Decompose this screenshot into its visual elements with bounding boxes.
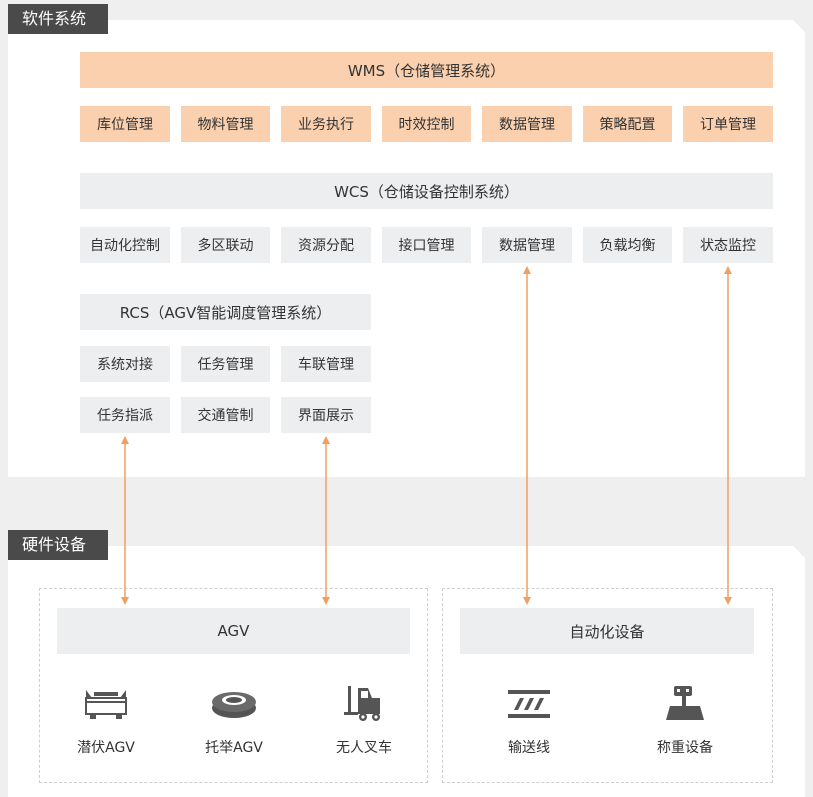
rcs-item-ui-display: 界面展示 <box>281 397 371 433</box>
wcs-title: WCS（仓储设备控制系统） <box>80 173 773 209</box>
wcs-item-automation: 自动化控制 <box>80 227 170 263</box>
wcs-item-multizone: 多区联动 <box>181 227 270 263</box>
rcs-item-task-assign: 任务指派 <box>80 397 170 433</box>
agv-group <box>39 588 428 783</box>
scale-label: 称重设备 <box>657 740 713 756</box>
rcs-title: RCS（AGV智能调度管理系统） <box>80 294 371 330</box>
automation-group <box>442 588 773 783</box>
rcs-item-task-mgmt: 任务管理 <box>181 346 270 382</box>
rcs-item-vehicle-mgmt: 车联管理 <box>281 346 371 382</box>
agv-title: AGV <box>57 608 410 654</box>
hardware-panel <box>8 546 805 797</box>
lifting-agv-icon <box>212 692 256 718</box>
wms-item-business: 业务执行 <box>281 106 371 142</box>
rcs-item-system-docking: 系统对接 <box>80 346 170 382</box>
latent-agv-icon <box>85 690 127 719</box>
wcs-item-resource: 资源分配 <box>281 227 371 263</box>
forklift-icon <box>344 686 380 721</box>
wms-title: WMS（仓储管理系统） <box>80 52 773 88</box>
conveyor-label: 输送线 <box>508 740 550 756</box>
wms-item-strategy: 策略配置 <box>583 106 672 142</box>
wms-item-material: 物料管理 <box>181 106 270 142</box>
wms-item-timeliness: 时效控制 <box>382 106 471 142</box>
lifting-agv-label: 托举AGV <box>205 740 263 756</box>
wms-item-order: 订单管理 <box>683 106 773 142</box>
conveyor-icon <box>508 690 550 718</box>
wcs-item-data: 数据管理 <box>482 227 572 263</box>
rcs-item-traffic-control: 交通管制 <box>181 397 270 433</box>
latent-agv-label: 潜伏AGV <box>77 740 135 756</box>
wms-item-data: 数据管理 <box>482 106 572 142</box>
wms-item-location: 库位管理 <box>80 106 170 142</box>
wcs-item-interface: 接口管理 <box>382 227 471 263</box>
forklift-label: 无人叉车 <box>336 740 392 756</box>
wcs-item-status-monitor: 状态监控 <box>683 227 773 263</box>
software-tag: 软件系统 <box>8 4 108 34</box>
hardware-tag: 硬件设备 <box>8 530 108 560</box>
wcs-item-load-balance: 负载均衡 <box>583 227 672 263</box>
scale-icon <box>666 686 704 720</box>
automation-title: 自动化设备 <box>460 608 754 654</box>
